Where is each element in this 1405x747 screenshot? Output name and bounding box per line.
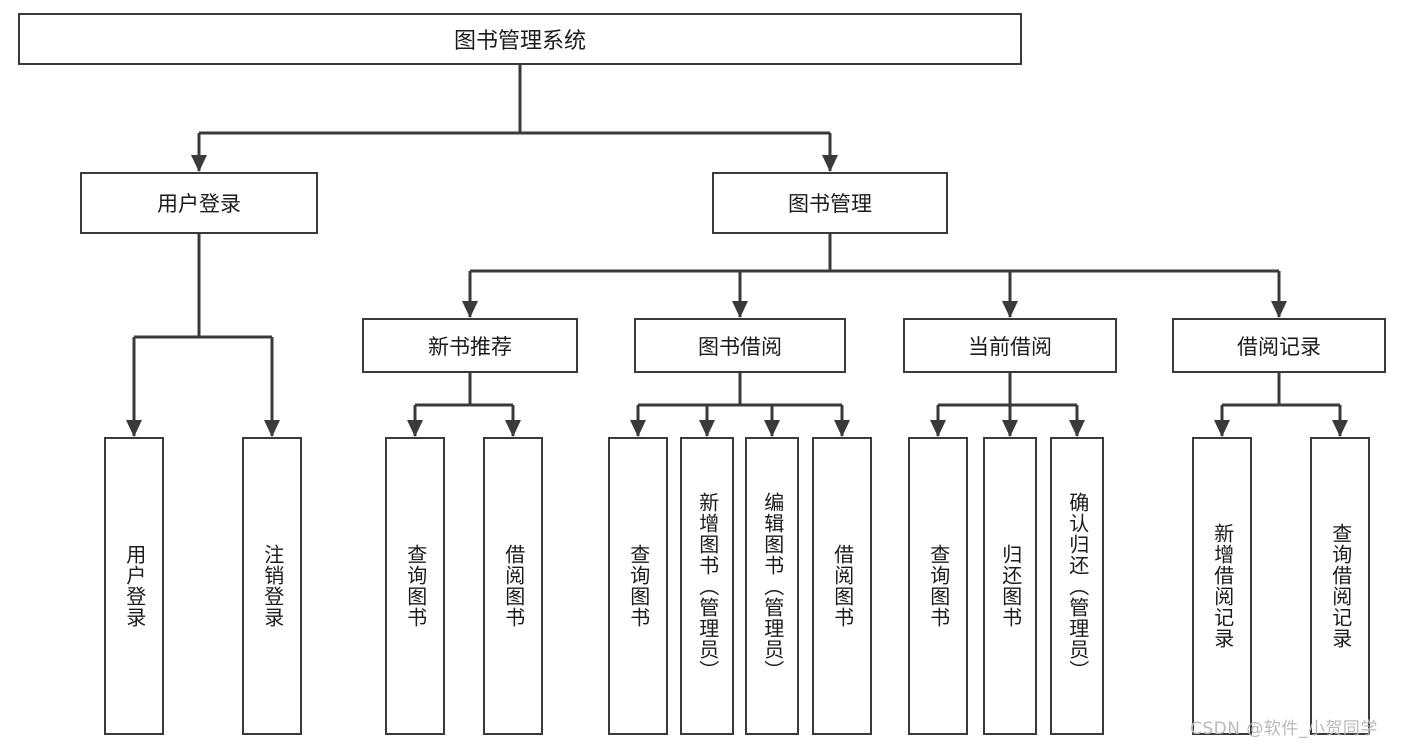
node-login[interactable]: 用户登录: [80, 172, 318, 234]
node-label: 查询图书: [403, 544, 428, 628]
arrowhead-icon: [732, 301, 748, 318]
arrowhead-icon: [699, 420, 715, 437]
arrowhead-icon: [191, 155, 207, 172]
arrowhead-icon: [264, 420, 280, 437]
node-label: 新增图书（管理员）: [695, 491, 720, 681]
node-records[interactable]: 借阅记录: [1172, 318, 1386, 373]
node-label: 图书借阅: [698, 334, 782, 359]
node-label: 借阅图书: [830, 544, 855, 628]
node-label: 查询图书: [626, 544, 651, 628]
arrowhead-icon: [630, 420, 646, 437]
node-label: 用户登录: [122, 544, 147, 628]
node-label: 确认归还（管理员）: [1065, 491, 1090, 681]
arrowhead-icon: [822, 155, 838, 172]
node-bor-b[interactable]: 新增图书（管理员）: [680, 437, 734, 735]
node-label: 借阅图书: [501, 544, 526, 628]
arrowhead-icon: [126, 420, 142, 437]
node-bor-a[interactable]: 查询图书: [608, 437, 668, 735]
arrowhead-icon: [834, 420, 850, 437]
node-label: 查询借阅记录: [1328, 523, 1353, 649]
arrowhead-icon: [407, 420, 423, 437]
node-current[interactable]: 当前借阅: [903, 318, 1117, 373]
arrowhead-icon: [930, 420, 946, 437]
node-cur-c[interactable]: 确认归还（管理员）: [1050, 437, 1104, 735]
arrowhead-icon: [764, 420, 780, 437]
node-root[interactable]: 图书管理系统: [18, 13, 1022, 65]
node-label: 借阅记录: [1237, 334, 1321, 359]
node-rec-b[interactable]: 查询借阅记录: [1310, 437, 1370, 735]
arrowhead-icon: [1069, 420, 1085, 437]
arrowhead-icon: [1214, 420, 1230, 437]
node-cur-b[interactable]: 归还图书: [983, 437, 1037, 735]
node-label: 新增借阅记录: [1210, 523, 1235, 649]
node-bor-c[interactable]: 编辑图书（管理员）: [745, 437, 799, 735]
node-label: 当前借阅: [968, 334, 1052, 359]
node-newbook[interactable]: 新书推荐: [362, 318, 578, 373]
node-bookmgmt[interactable]: 图书管理: [712, 172, 948, 234]
node-label: 编辑图书（管理员）: [760, 491, 785, 681]
arrowhead-icon: [505, 420, 521, 437]
arrowhead-icon: [1002, 301, 1018, 318]
node-new-a[interactable]: 查询图书: [385, 437, 445, 735]
node-label: 注销登录: [260, 544, 285, 628]
csdn-watermark: CSDN @软件_小贺同学: [1190, 719, 1378, 739]
node-borrow[interactable]: 图书借阅: [634, 318, 846, 373]
arrowhead-icon: [1271, 301, 1287, 318]
node-bor-d[interactable]: 借阅图书: [812, 437, 872, 735]
node-label: 用户登录: [157, 192, 241, 216]
arrowhead-icon: [1002, 420, 1018, 437]
node-label: 图书管理系统: [453, 29, 586, 54]
node-label: 新书推荐: [428, 334, 512, 359]
arrowhead-icon: [462, 301, 478, 318]
arrowhead-icon: [1332, 420, 1348, 437]
node-rec-a[interactable]: 新增借阅记录: [1192, 437, 1252, 735]
node-label: 查询图书: [926, 544, 951, 628]
node-new-b[interactable]: 借阅图书: [483, 437, 543, 735]
node-login-a[interactable]: 用户登录: [104, 437, 164, 735]
node-login-b[interactable]: 注销登录: [242, 437, 302, 735]
node-cur-a[interactable]: 查询图书: [908, 437, 968, 735]
node-label: 图书管理: [788, 192, 872, 216]
node-label: 归还图书: [998, 544, 1023, 628]
